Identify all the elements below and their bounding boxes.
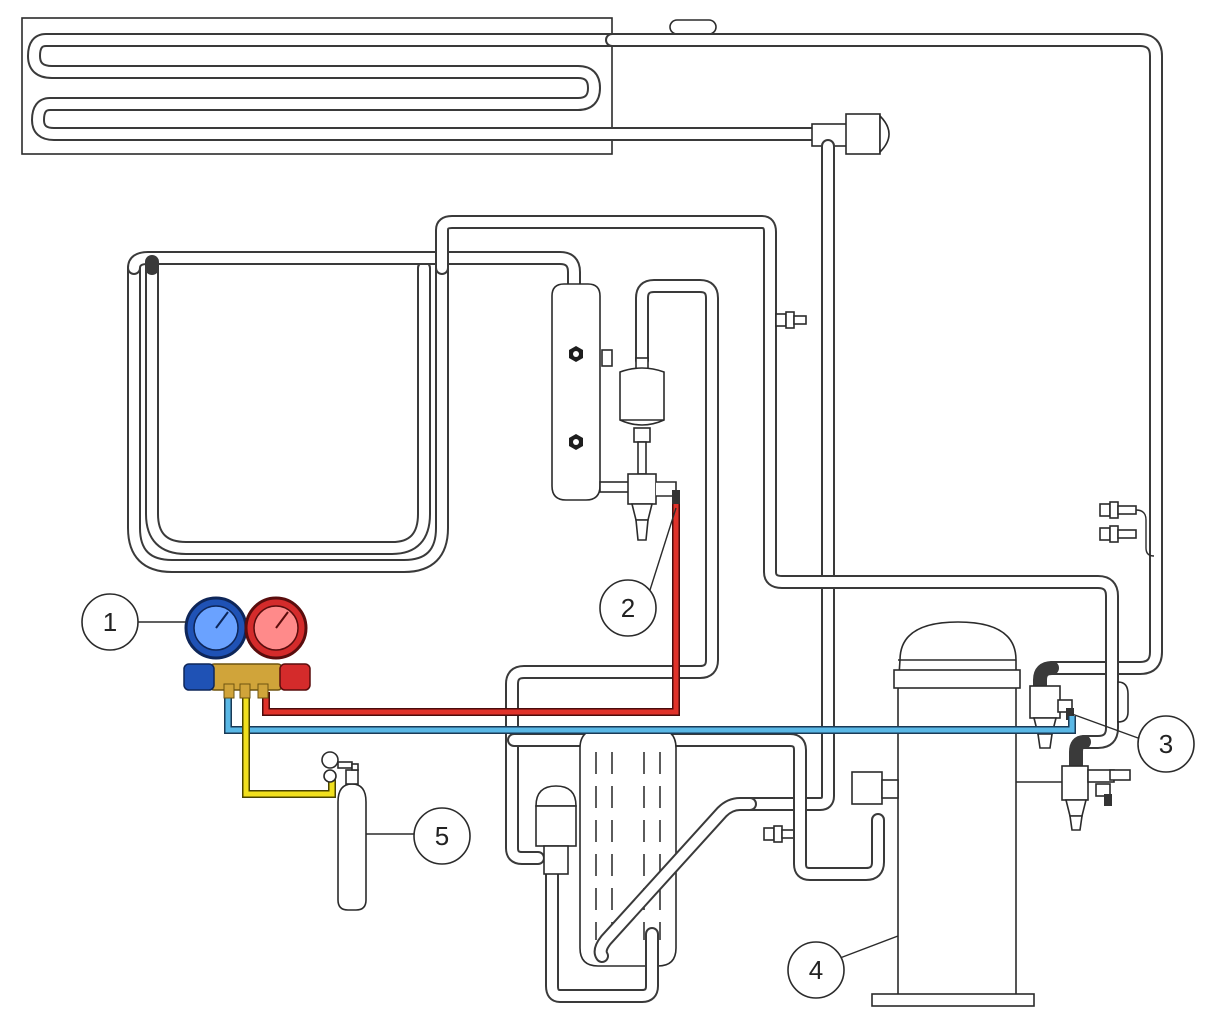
callout-2 xyxy=(599,579,657,637)
callouts: 1 2 3 4 5 xyxy=(81,507,1195,999)
condenser-panel xyxy=(21,17,1163,675)
access-port-upper xyxy=(775,311,807,329)
callout-4-number: 4 xyxy=(809,955,823,985)
compressor xyxy=(851,621,1131,1007)
nitrogen-cylinder xyxy=(321,751,367,911)
condenser-drain-cap xyxy=(669,19,717,35)
valve-icon xyxy=(627,473,657,505)
callout-4 xyxy=(787,941,845,999)
evaporator-coil xyxy=(127,215,1119,749)
access-ports-right xyxy=(1099,501,1155,557)
callout-2-number: 2 xyxy=(621,593,635,623)
low-side-hose xyxy=(225,692,1075,733)
callout-3 xyxy=(1137,715,1195,773)
sight-glass xyxy=(811,113,890,155)
accumulator xyxy=(507,727,885,1003)
callout-5 xyxy=(413,807,471,865)
access-port-lower xyxy=(763,825,795,843)
callout-5-number: 5 xyxy=(435,821,449,851)
regulator-icon xyxy=(321,751,339,769)
filter-drier xyxy=(505,279,719,865)
charging-hose xyxy=(243,692,335,797)
callout-1-number: 1 xyxy=(103,607,117,637)
liquid-receiver xyxy=(551,283,631,501)
high-side-hose xyxy=(263,504,679,715)
callout-1 xyxy=(81,593,139,651)
callout-3-number: 3 xyxy=(1159,729,1173,759)
manifold-gauge xyxy=(183,596,311,699)
cylinder-icon xyxy=(337,783,367,911)
hoses xyxy=(224,504,1076,798)
